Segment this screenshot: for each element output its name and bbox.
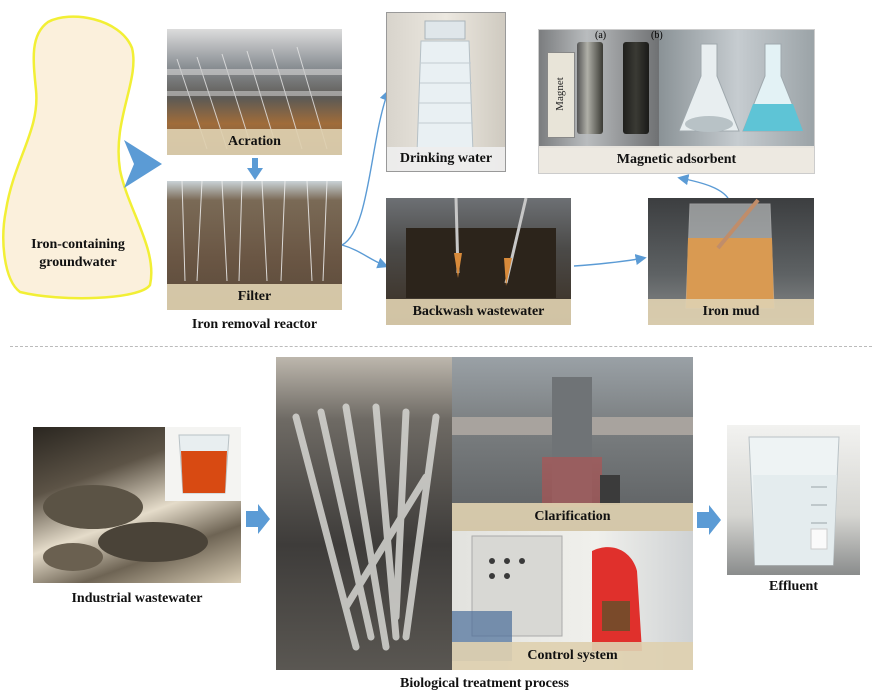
- industrial-wastewater-photo: [33, 427, 241, 583]
- magnetic-adsorbent-photo: Magnet (a) (b) Magnetic adsorbent: [538, 29, 815, 174]
- aeration-photo: Acration: [167, 29, 342, 155]
- magnetic-adsorbent-caption: Magnetic adsorbent: [539, 146, 814, 173]
- flow-arrows: [341, 89, 391, 269]
- drinking-water-photo: Drinking water: [386, 12, 506, 172]
- biological-process-label: Biological treatment process: [399, 676, 569, 691]
- aeration-caption: Acration: [167, 129, 342, 155]
- iron-mud-photo: Iron mud: [648, 198, 814, 325]
- groundwater-label: Iron-containing groundwater: [31, 237, 125, 270]
- drinking-water-caption: Drinking water: [387, 147, 505, 171]
- arrow-right-icon: [246, 504, 270, 534]
- biofilm-photo: [276, 357, 452, 670]
- backwash-caption: Backwash wastewater: [386, 299, 571, 325]
- arrow-right-icon: [697, 505, 721, 535]
- control-system-caption: Control system: [452, 642, 693, 670]
- backwash-wastewater-photo: Backwash wastewater: [386, 198, 571, 325]
- panel-b-label: (b): [651, 30, 663, 41]
- arrow-down-icon: [247, 158, 263, 180]
- control-system-photo: Control system: [452, 531, 693, 670]
- effluent-photo: [727, 425, 860, 575]
- clarification-caption: Clarification: [452, 503, 693, 531]
- filter-photo: Filter: [167, 181, 342, 310]
- industrial-wastewater-label: Industrial wastewater: [71, 591, 203, 606]
- arrow-right-icon: [124, 140, 162, 188]
- filter-caption: Filter: [167, 284, 342, 310]
- panel-a-label: (a): [595, 30, 607, 41]
- section-divider: [10, 346, 872, 347]
- iron-mud-caption: Iron mud: [648, 299, 814, 325]
- effluent-label: Effluent: [769, 579, 818, 594]
- reactor-label: Iron removal reactor: [191, 317, 318, 332]
- groundwater-blob: [2, 15, 153, 300]
- clarification-photo: Clarification: [452, 357, 693, 531]
- arrow-right-thin-icon: [573, 253, 647, 267]
- magnet-label: Magnet: [554, 77, 566, 111]
